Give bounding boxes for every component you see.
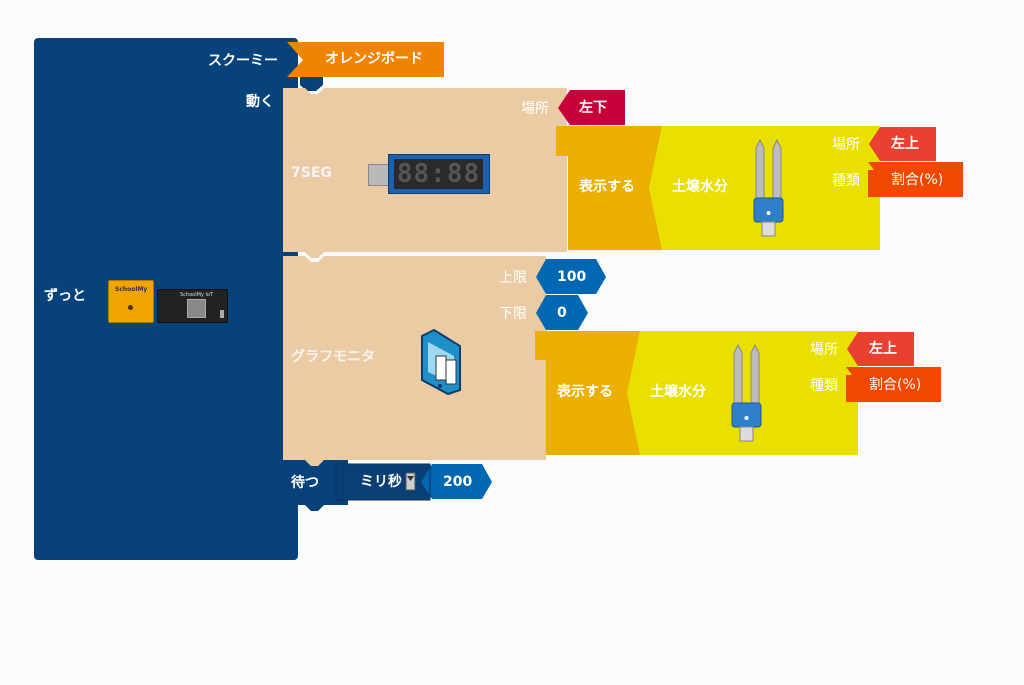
graph-block-shape xyxy=(283,256,546,466)
graph-sensor-type-label: 種類 xyxy=(810,378,838,394)
seg-location-label: 場所 xyxy=(521,101,549,117)
seg-block-label: 7SEG xyxy=(291,165,332,181)
wait-label: 待つ xyxy=(291,475,319,491)
sukumi-label: スクーミー xyxy=(208,53,278,69)
seg-display-block-shape xyxy=(556,126,662,250)
seg-sensor-location-label: 場所 xyxy=(832,137,860,153)
seg-sensor-label: 土壌水分 xyxy=(672,179,728,195)
soil-moisture-sensor-icon xyxy=(753,138,784,237)
move-label: 動く xyxy=(246,94,274,110)
graph-monitor-device-icon xyxy=(421,328,461,396)
seven-seg-display-icon: 88:88 xyxy=(368,154,490,194)
wait-block-shape xyxy=(283,460,348,511)
graph-sensor-location-label: 場所 xyxy=(810,342,838,358)
seg-display-label: 表示する xyxy=(579,179,635,195)
schoolmy-board-icon: SchoolMy xyxy=(108,280,154,323)
graph-sensor-type-shape xyxy=(846,367,941,402)
seg-sensor-type-label: 種類 xyxy=(832,173,860,189)
soil-moisture-sensor-icon-2 xyxy=(731,343,762,442)
graph-display-block-shape xyxy=(535,331,640,455)
graph-display-label: 表示する xyxy=(557,384,613,400)
board-icon-text-1: SchoolMy xyxy=(115,286,148,293)
graph-lower-input[interactable]: 0 xyxy=(557,305,567,321)
seg-sensor-type-shape xyxy=(868,162,963,197)
forever-label: ずっと xyxy=(44,288,86,304)
seg-location-shape xyxy=(558,90,625,125)
graph-upper-shape xyxy=(536,259,606,294)
graph-upper-input[interactable]: 100 xyxy=(557,269,587,285)
wait-value-shape xyxy=(421,464,492,499)
graph-lower-shape xyxy=(536,295,588,330)
schoolmy-iot-board-icon: SchoolMy IoT xyxy=(157,289,228,323)
graph-sensor-type-dropdown[interactable]: 割合(%) xyxy=(869,377,922,393)
graph-sensor-location-dropdown[interactable]: 左上 xyxy=(869,341,897,357)
wait-unit-dropdown[interactable]: ミリ秒 xyxy=(360,474,402,490)
seg-sensor-type-dropdown[interactable]: 割合(%) xyxy=(891,172,944,188)
wait-value-input[interactable]: 200 xyxy=(443,474,473,490)
graph-sensor-label: 土壌水分 xyxy=(650,384,706,400)
board-icon-text-2: SchoolMy IoT xyxy=(180,292,214,298)
graph-lower-label: 下限 xyxy=(499,306,527,322)
graph-block-label: グラフモニタ xyxy=(291,349,375,365)
graph-upper-label: 上限 xyxy=(499,270,527,286)
orange-board-dropdown-shape xyxy=(287,42,444,77)
orange-board-dropdown[interactable]: オレンジボード xyxy=(325,51,423,67)
seg-sensor-location-shape xyxy=(869,127,936,161)
seg-location-dropdown[interactable]: 左下 xyxy=(579,100,607,116)
seg-sensor-location-dropdown[interactable]: 左上 xyxy=(891,136,919,152)
graph-sensor-location-shape xyxy=(847,332,914,366)
